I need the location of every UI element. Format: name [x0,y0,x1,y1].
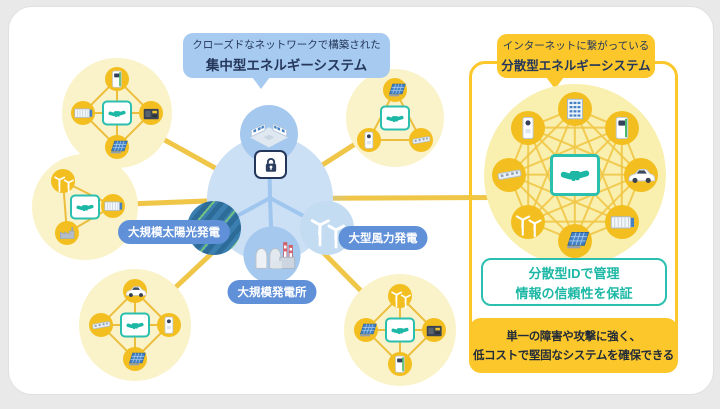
benefit-line2: 低コストで堅固なシステムを確保できる [472,350,675,362]
handshake-glyph [108,107,126,119]
solar-strip-glyph [411,135,432,145]
building-glyph [563,97,587,121]
generator-glyph [425,323,443,338]
generator-icon [139,101,163,125]
lock-icon [262,156,280,174]
benefit-box: 単一の障害や攻撃に強く、 低コストで堅固なシステムを確保できる [469,318,678,373]
handshake-icon [380,105,410,131]
distributed-bubble: インターネットに繋がっている 分散型エネルギーシステム [497,34,655,78]
handshake-icon [550,154,600,196]
label-large-wind: 大型風力発電 [338,226,428,250]
distributed-bubble-subtitle: インターネットに繋がっている [502,40,650,52]
handshake-glyph [560,165,590,185]
handshake-icon [70,194,100,220]
solar-strip-glyph [91,320,112,330]
ev-charger-glyph [110,70,124,88]
factory-glyph [58,226,76,240]
ev-charger-icon [105,67,129,91]
handshake-glyph [76,201,94,213]
centralized-bubble-tail [252,77,270,89]
datacenter-icon [246,119,292,149]
charger-station-glyph [519,116,537,140]
solar-strip-icon [89,313,113,337]
ev-charger-glyph [613,116,631,140]
charger-station-glyph [362,131,376,149]
charger-station-icon [357,128,381,152]
distributed-id-line1: 分散型IDで管理 [528,265,620,281]
handshake-icon [385,317,415,343]
distributed-bubble-title: 分散型エネルギーシステム [501,59,651,73]
handshake-glyph [126,319,144,331]
wind-turbine-icon [511,205,545,239]
charger-station-icon [157,313,181,337]
solar-panel-icon [558,224,592,258]
generator-glyph [142,106,160,121]
factory-icon [55,221,79,245]
battery-container-icon [101,194,125,218]
generator-icon [422,318,446,342]
centralized-bubble: クローズドなネットワークで構築された 集中型エネルギーシステム [183,33,390,78]
solar-strip-icon [409,128,433,152]
centralized-bubble-subtitle: クローズドなネットワークで構築された [192,39,381,51]
handshake-glyph [386,112,404,124]
solar-strip-glyph [496,168,523,182]
power-plant-circle [243,226,301,284]
ev-charger-icon [388,352,412,376]
charger-station-icon [511,111,545,145]
handshake-icon [120,312,150,338]
centralized-bubble-title: 集中型エネルギーシステム [205,58,368,73]
solar-panel-icon [123,347,147,371]
building-icon [558,92,592,126]
solar-panel-icon [354,318,378,342]
solar-panel-glyph [125,352,146,367]
label-large-plant: 大規模発電所 [227,280,317,304]
solar-panel-glyph [107,140,128,155]
distributed-id-box: 分散型IDで管理 情報の信頼性を保証 [481,258,667,306]
wind-turbine-icon [388,284,412,308]
wind-turbine-glyph [52,170,75,193]
solar-panel-icon [105,135,129,159]
solar-panel-icon [383,78,407,102]
handshake-glyph [391,324,409,336]
wind-turbine-icon [51,169,75,193]
security-lock-badge [254,150,287,179]
power-plant-icon [248,238,296,272]
solar-panel-glyph [356,323,377,338]
ev-charger-icon [605,111,639,145]
battery-container-glyph [73,106,94,120]
car-glyph [626,166,656,184]
distributed-id-line2: 情報の信頼性を保証 [515,285,633,301]
solar-panel-glyph [562,231,589,251]
handshake-icon [102,100,132,126]
ev-charger-glyph [393,355,407,373]
charger-station-glyph [162,316,176,334]
solar-panel-glyph [385,83,406,98]
battery-container-icon [71,101,95,125]
solar-strip-icon [492,158,526,192]
battery-container-glyph [103,199,124,213]
car-icon [624,158,658,192]
wind-turbine-glyph [513,207,543,238]
car-glyph [124,284,147,298]
wind-farm-icon [307,208,347,249]
label-large-solar: 大規模太陽光発電 [118,220,230,244]
battery-container-icon [605,205,639,239]
battery-container-glyph [609,213,636,231]
benefit-line1: 単一の障害や攻撃に強く、 [506,331,641,343]
wind-turbine-glyph [389,285,412,308]
car-icon [123,279,147,303]
